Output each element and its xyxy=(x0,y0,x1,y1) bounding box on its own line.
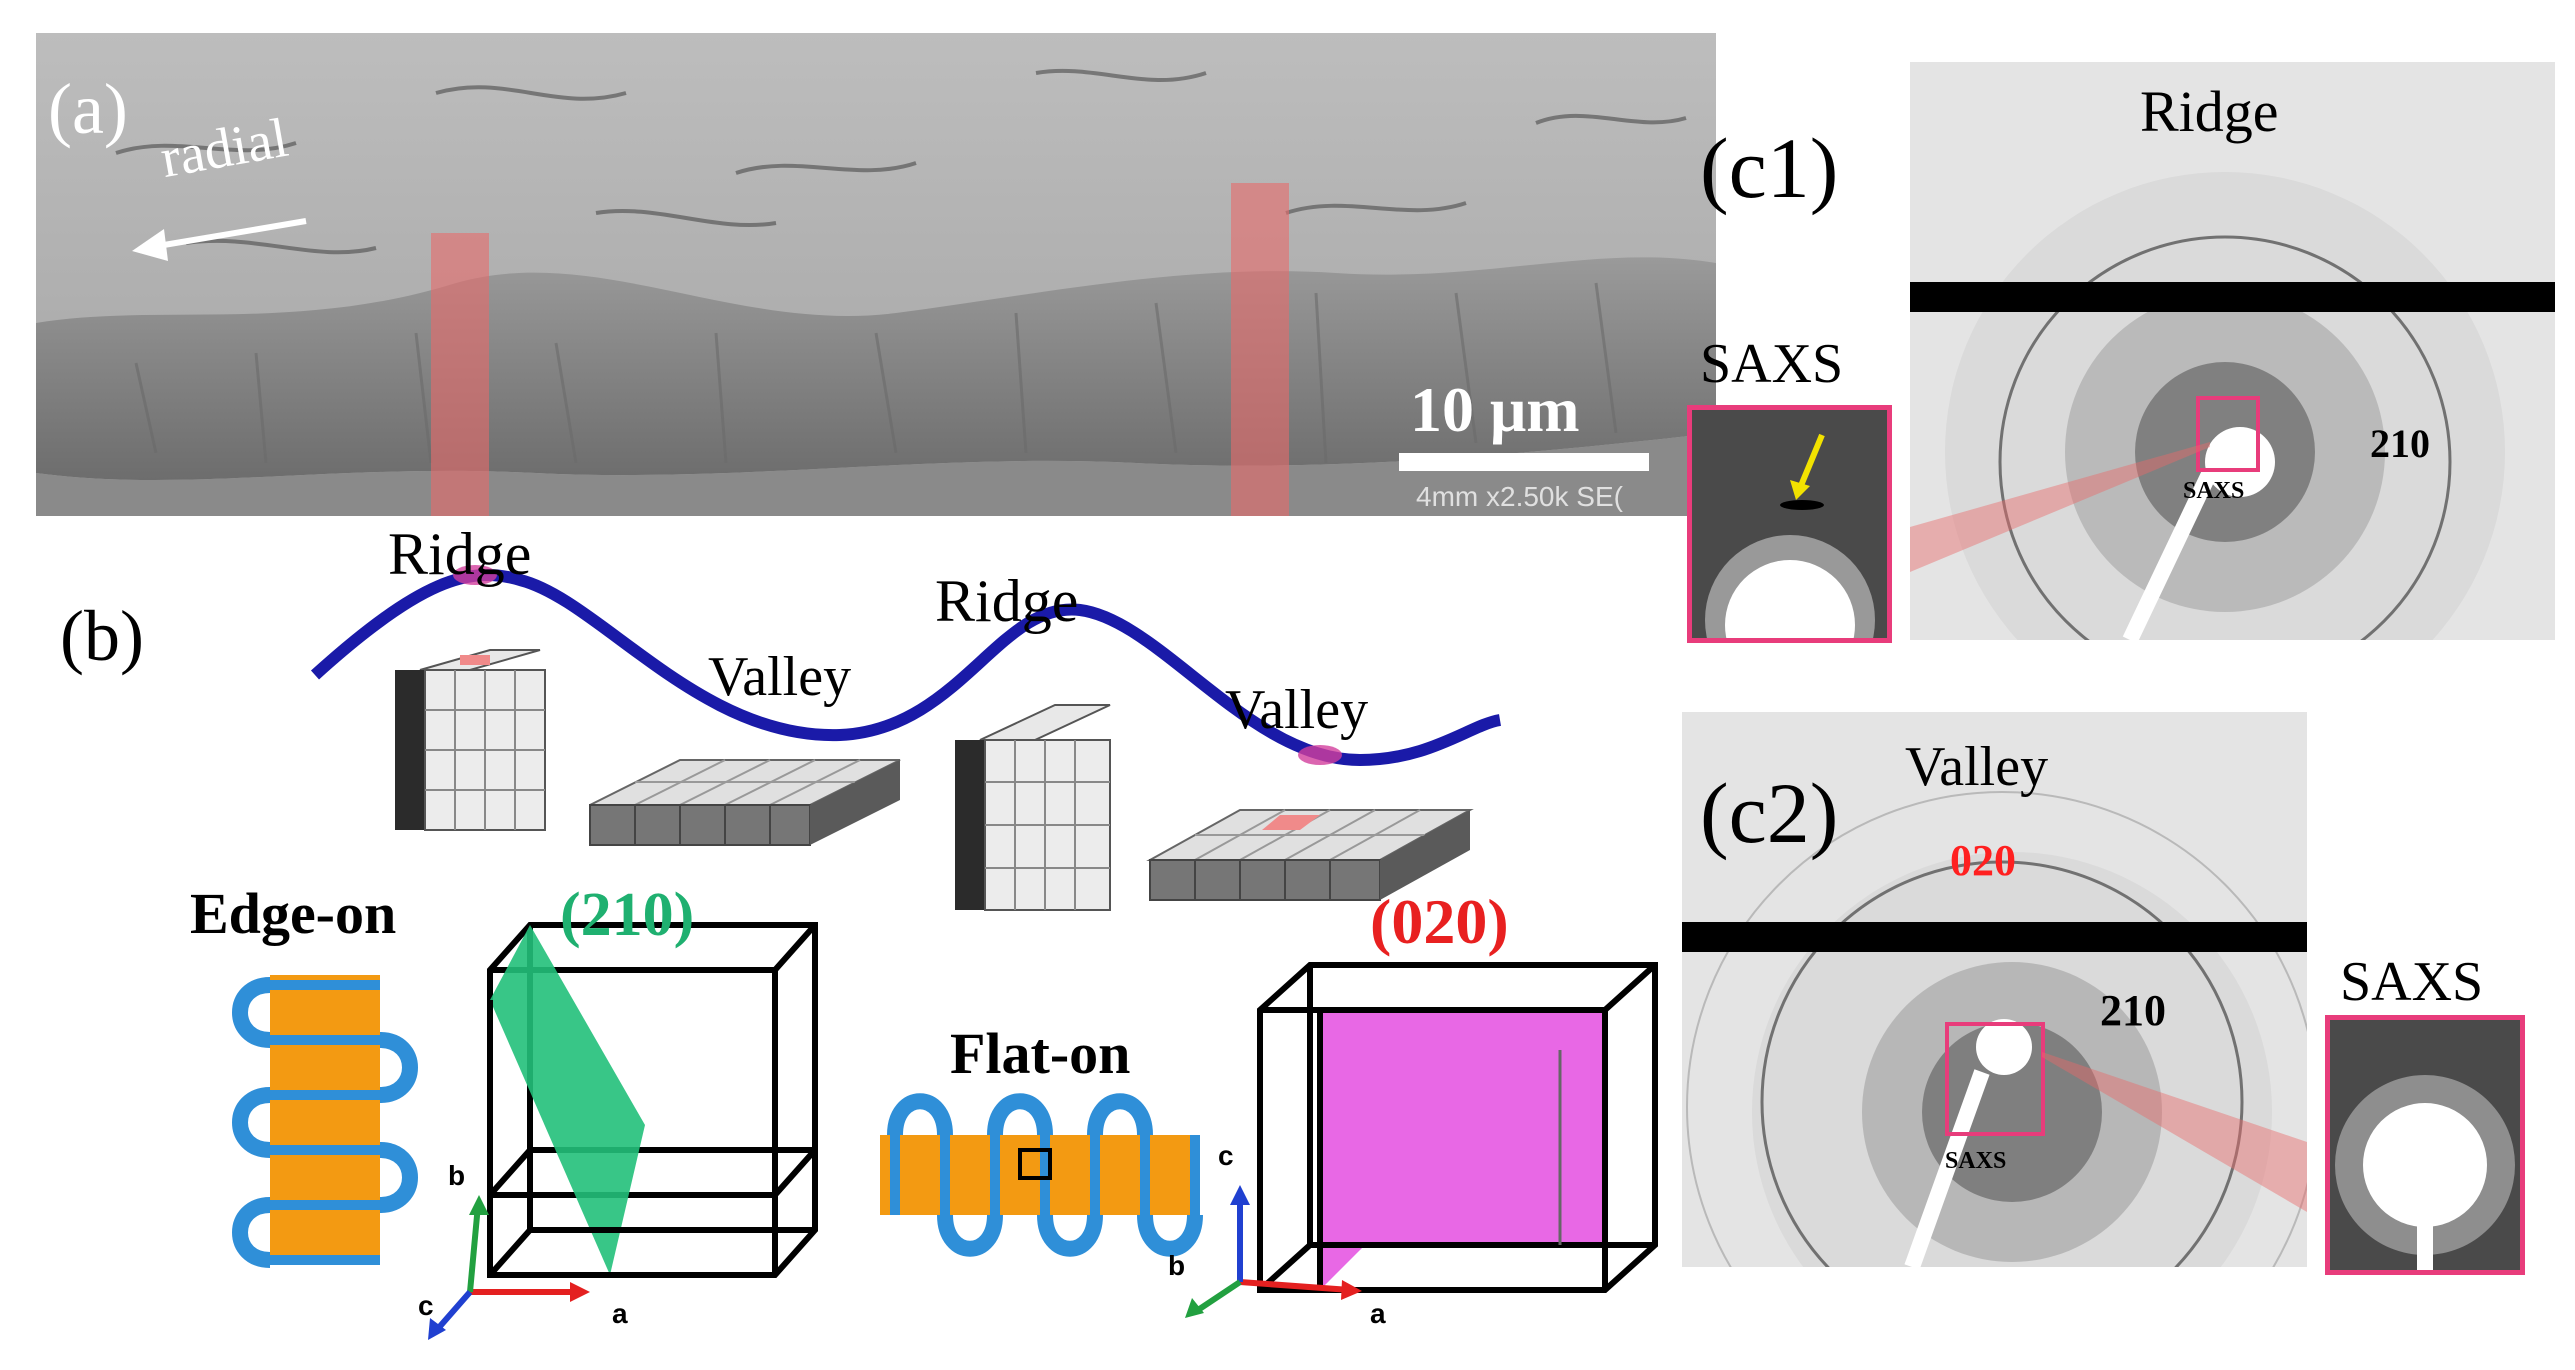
c1-detector-image xyxy=(1910,62,2555,640)
c2-saxs-label: SAXS xyxy=(2340,951,2484,1013)
axis-c-left: c xyxy=(418,1290,434,1321)
edge-on-block-right xyxy=(955,704,1111,911)
c2-ring-210: 210 xyxy=(2100,986,2166,1035)
plane-210 xyxy=(490,925,645,1275)
axis-b-left: b xyxy=(448,1160,466,1191)
flat-on-lamella xyxy=(880,1093,1203,1257)
wave-label-ridge-1: Ridge xyxy=(388,521,532,587)
flat-on-label: Flat-on xyxy=(950,1021,1131,1086)
c1-saxs-small-label: SAXS xyxy=(2183,478,2245,504)
wave-label-valley-1: Valley xyxy=(708,646,852,708)
edge-on-label: Edge-on xyxy=(190,881,397,946)
c2-ring-020: 020 xyxy=(1950,836,2016,885)
axis-a-right: a xyxy=(1370,1298,1386,1329)
axis-c-right: c xyxy=(1218,1140,1234,1171)
c2-title: Valley xyxy=(1905,736,2049,798)
edge-on-block-left xyxy=(395,649,546,831)
c1-title: Ridge xyxy=(2140,79,2279,144)
panel-c1-label: (c1) xyxy=(1700,120,1839,216)
c2-saxs-small-label: SAXS xyxy=(1945,1148,2007,1174)
axes-right xyxy=(1185,1185,1362,1318)
c2-saxs-inset xyxy=(2325,1015,2525,1275)
axis-a-left: a xyxy=(612,1298,628,1329)
c2-pattern xyxy=(1682,712,2307,1267)
plane-020-label: (020) xyxy=(1370,886,1509,957)
panel-c2-label: (c2) xyxy=(1700,765,1839,861)
axis-b-right: b xyxy=(1168,1250,1186,1281)
flat-on-block-left xyxy=(589,759,901,846)
panel-a-label: (a) xyxy=(48,69,128,149)
wave-label-ridge-2: Ridge xyxy=(935,568,1079,634)
plane-210-label: (210) xyxy=(560,881,695,949)
axes-left xyxy=(428,1195,590,1340)
wave-label-valley-2: Valley xyxy=(1225,679,1369,741)
sem-texture xyxy=(36,33,1716,516)
scale-bar-label: 10 μm xyxy=(1410,374,1580,445)
c1-saxs-inset xyxy=(1687,405,1892,643)
c1-pattern xyxy=(1910,62,2555,640)
unit-cell-020 xyxy=(1257,962,1658,1293)
edge-on-lamella xyxy=(232,975,418,1268)
sem-image: (a) radial 10 μm 4mm x2.50k SE( xyxy=(36,33,1716,516)
panel-b-label: (b) xyxy=(60,596,144,676)
c1-ring-210: 210 xyxy=(2370,421,2430,466)
c1-saxs-label: SAXS xyxy=(1700,333,1844,395)
flat-on-block-right xyxy=(1146,809,1474,901)
ridge-valley-wave xyxy=(310,569,1502,767)
c2-detector-image xyxy=(1682,712,2307,1267)
sem-info-text: 4mm x2.50k SE( xyxy=(1416,481,1623,512)
